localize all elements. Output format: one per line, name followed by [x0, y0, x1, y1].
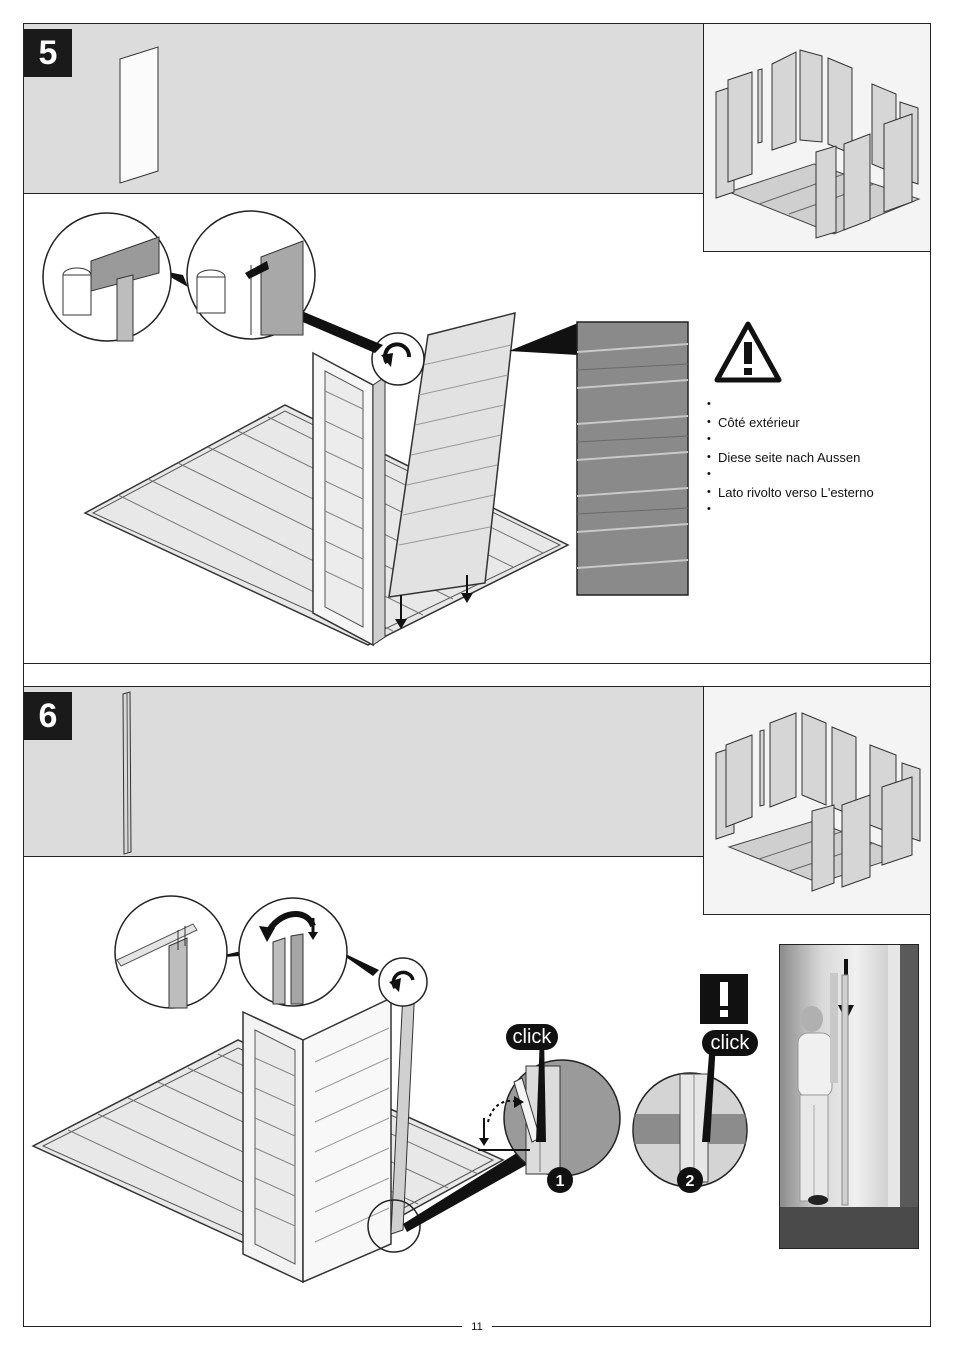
- click-detail-1: click 1: [478, 1024, 621, 1193]
- detail-marker-1: [547, 1167, 573, 1193]
- click-label: click: [513, 1026, 553, 1048]
- step-6-number: 6: [24, 692, 72, 740]
- step-6-progress-thumbnail: [703, 686, 931, 915]
- orientation-note-line: [707, 466, 907, 484]
- orientation-note-line: Lato rivolto verso L'esterno: [707, 484, 907, 502]
- orientation-note-line: Diese seite nach Aussen: [707, 449, 907, 467]
- step-5-progress-thumbnail: [703, 23, 931, 252]
- connector-profile-part-icon: [122, 691, 132, 855]
- orientation-note-line: Côté extérieur: [707, 414, 907, 432]
- warning-triangle-icon: [714, 321, 782, 383]
- wall-panel-part-icon: [119, 46, 159, 184]
- detail-marker-label: 2: [686, 1173, 695, 1190]
- exterior-texture-closeup: [576, 321, 689, 596]
- step-6-main-illustration: [31, 895, 535, 1284]
- orientation-note-line: [707, 501, 907, 519]
- step-5-number: 5: [24, 29, 72, 77]
- page-number: 11: [462, 1319, 492, 1335]
- click-label: click: [711, 1032, 751, 1054]
- installation-photo: [779, 944, 919, 1249]
- orientation-note-line: [707, 431, 907, 449]
- click-badge-2: [702, 1030, 758, 1056]
- detail-marker-label: 1: [556, 1173, 565, 1190]
- step-6-header: [23, 686, 704, 857]
- click-detail-2: click 2: [632, 974, 758, 1193]
- shed-walls-overview-illustration: [715, 712, 921, 892]
- down-arrow-icon: [395, 575, 473, 629]
- shed-walls-overview-illustration: [715, 49, 921, 239]
- step-divider: [23, 663, 931, 664]
- step-5-main-illustration: [42, 210, 578, 647]
- orientation-note-list: Côté extérieur Diese seite nach Aussen L…: [707, 396, 907, 519]
- orientation-note-line: [707, 396, 907, 414]
- person-installing-illustration: [780, 945, 918, 1248]
- click-badge-1: [506, 1024, 558, 1050]
- detail-marker-2: [677, 1167, 703, 1193]
